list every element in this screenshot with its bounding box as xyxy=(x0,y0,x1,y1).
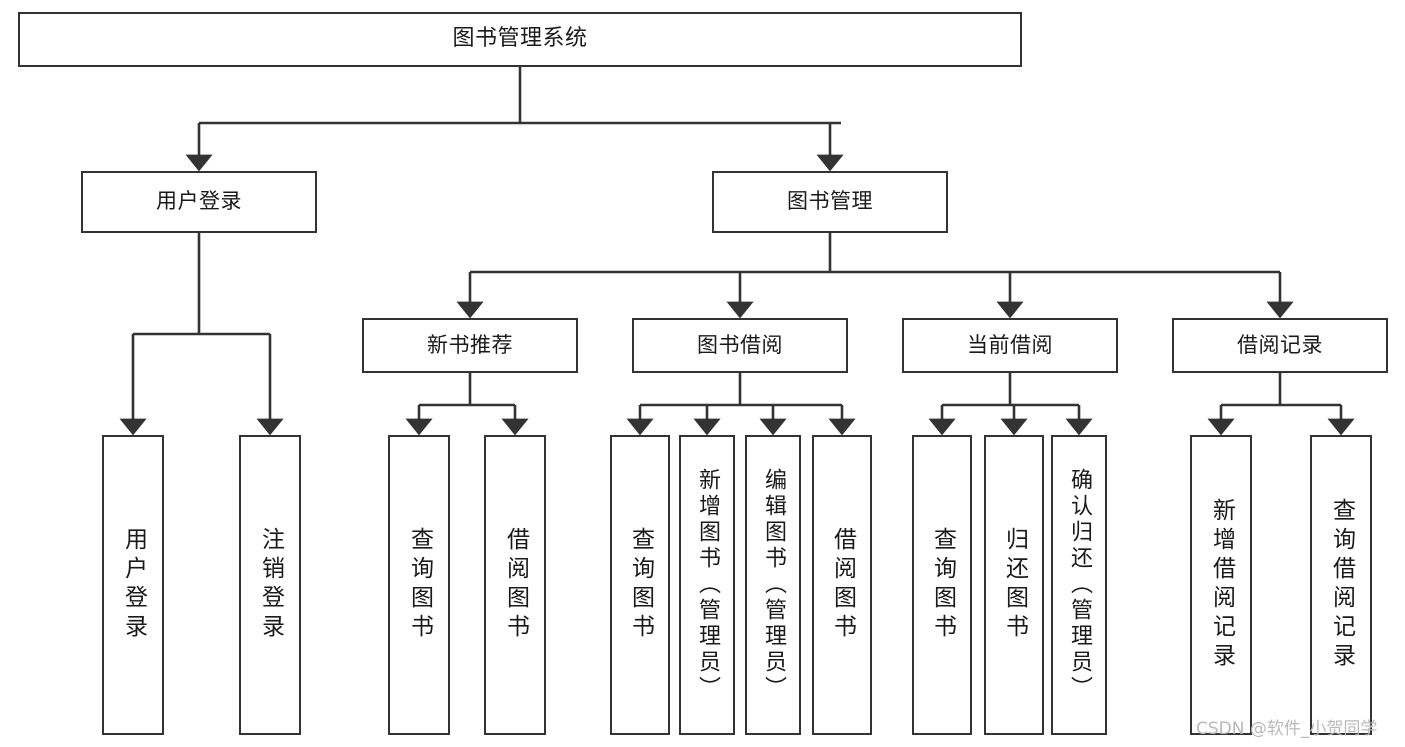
node-leaf-borrow-book-2[interactable]: 借阅图书 xyxy=(812,435,872,735)
node-root-label: 图书管理系统 xyxy=(452,26,588,52)
node-leaf-confirm-return[interactable]: 确认归还（管理员） xyxy=(1051,435,1107,735)
node-book-manage-label: 图书管理 xyxy=(787,189,873,214)
node-new-book-rec[interactable]: 新书推荐 xyxy=(362,318,578,373)
node-root[interactable]: 图书管理系统 xyxy=(18,12,1022,67)
node-leaf-borrow-book-1-label: 借阅图书 xyxy=(502,527,529,643)
node-borrow-record-label: 借阅记录 xyxy=(1237,332,1323,357)
node-user-login-label: 用户登录 xyxy=(156,189,242,214)
node-leaf-return-book-label: 归还图书 xyxy=(1001,527,1028,643)
node-book-borrow-label: 图书借阅 xyxy=(697,332,783,357)
node-new-book-rec-label: 新书推荐 xyxy=(427,332,513,357)
node-borrow-record[interactable]: 借阅记录 xyxy=(1172,318,1388,373)
node-leaf-edit-book[interactable]: 编辑图书（管理员） xyxy=(745,435,801,735)
node-leaf-query-book-3[interactable]: 查询图书 xyxy=(912,435,972,735)
node-leaf-add-record[interactable]: 新增借阅记录 xyxy=(1190,435,1252,735)
node-leaf-query-record-label: 查询借阅记录 xyxy=(1328,498,1355,672)
node-leaf-query-book-1[interactable]: 查询图书 xyxy=(388,435,450,735)
node-leaf-user-login[interactable]: 用户登录 xyxy=(102,435,164,735)
watermark: CSDN @软件_小贺同学 xyxy=(1196,719,1378,739)
node-leaf-user-login-label: 用户登录 xyxy=(120,527,147,643)
node-leaf-user-logout[interactable]: 注销登录 xyxy=(239,435,301,735)
node-leaf-query-record[interactable]: 查询借阅记录 xyxy=(1310,435,1372,735)
node-leaf-return-book[interactable]: 归还图书 xyxy=(984,435,1044,735)
node-leaf-query-book-1-label: 查询图书 xyxy=(406,527,433,643)
node-leaf-add-record-label: 新增借阅记录 xyxy=(1208,498,1235,672)
node-leaf-query-book-3-label: 查询图书 xyxy=(929,527,956,643)
node-leaf-query-book-2[interactable]: 查询图书 xyxy=(610,435,670,735)
node-book-manage[interactable]: 图书管理 xyxy=(712,171,948,233)
node-leaf-query-book-2-label: 查询图书 xyxy=(627,527,654,643)
node-leaf-add-book[interactable]: 新增图书（管理员） xyxy=(679,435,735,735)
node-leaf-add-book-label: 新增图书（管理员） xyxy=(695,468,720,702)
node-current-borrow[interactable]: 当前借阅 xyxy=(902,318,1118,373)
node-leaf-confirm-return-label: 确认归还（管理员） xyxy=(1067,468,1092,702)
node-leaf-edit-book-label: 编辑图书（管理员） xyxy=(761,468,786,702)
node-current-borrow-label: 当前借阅 xyxy=(967,332,1053,357)
node-leaf-borrow-book-1[interactable]: 借阅图书 xyxy=(484,435,546,735)
node-user-login[interactable]: 用户登录 xyxy=(81,171,317,233)
node-leaf-borrow-book-2-label: 借阅图书 xyxy=(829,527,856,643)
node-book-borrow[interactable]: 图书借阅 xyxy=(632,318,848,373)
node-leaf-user-logout-label: 注销登录 xyxy=(257,527,284,643)
